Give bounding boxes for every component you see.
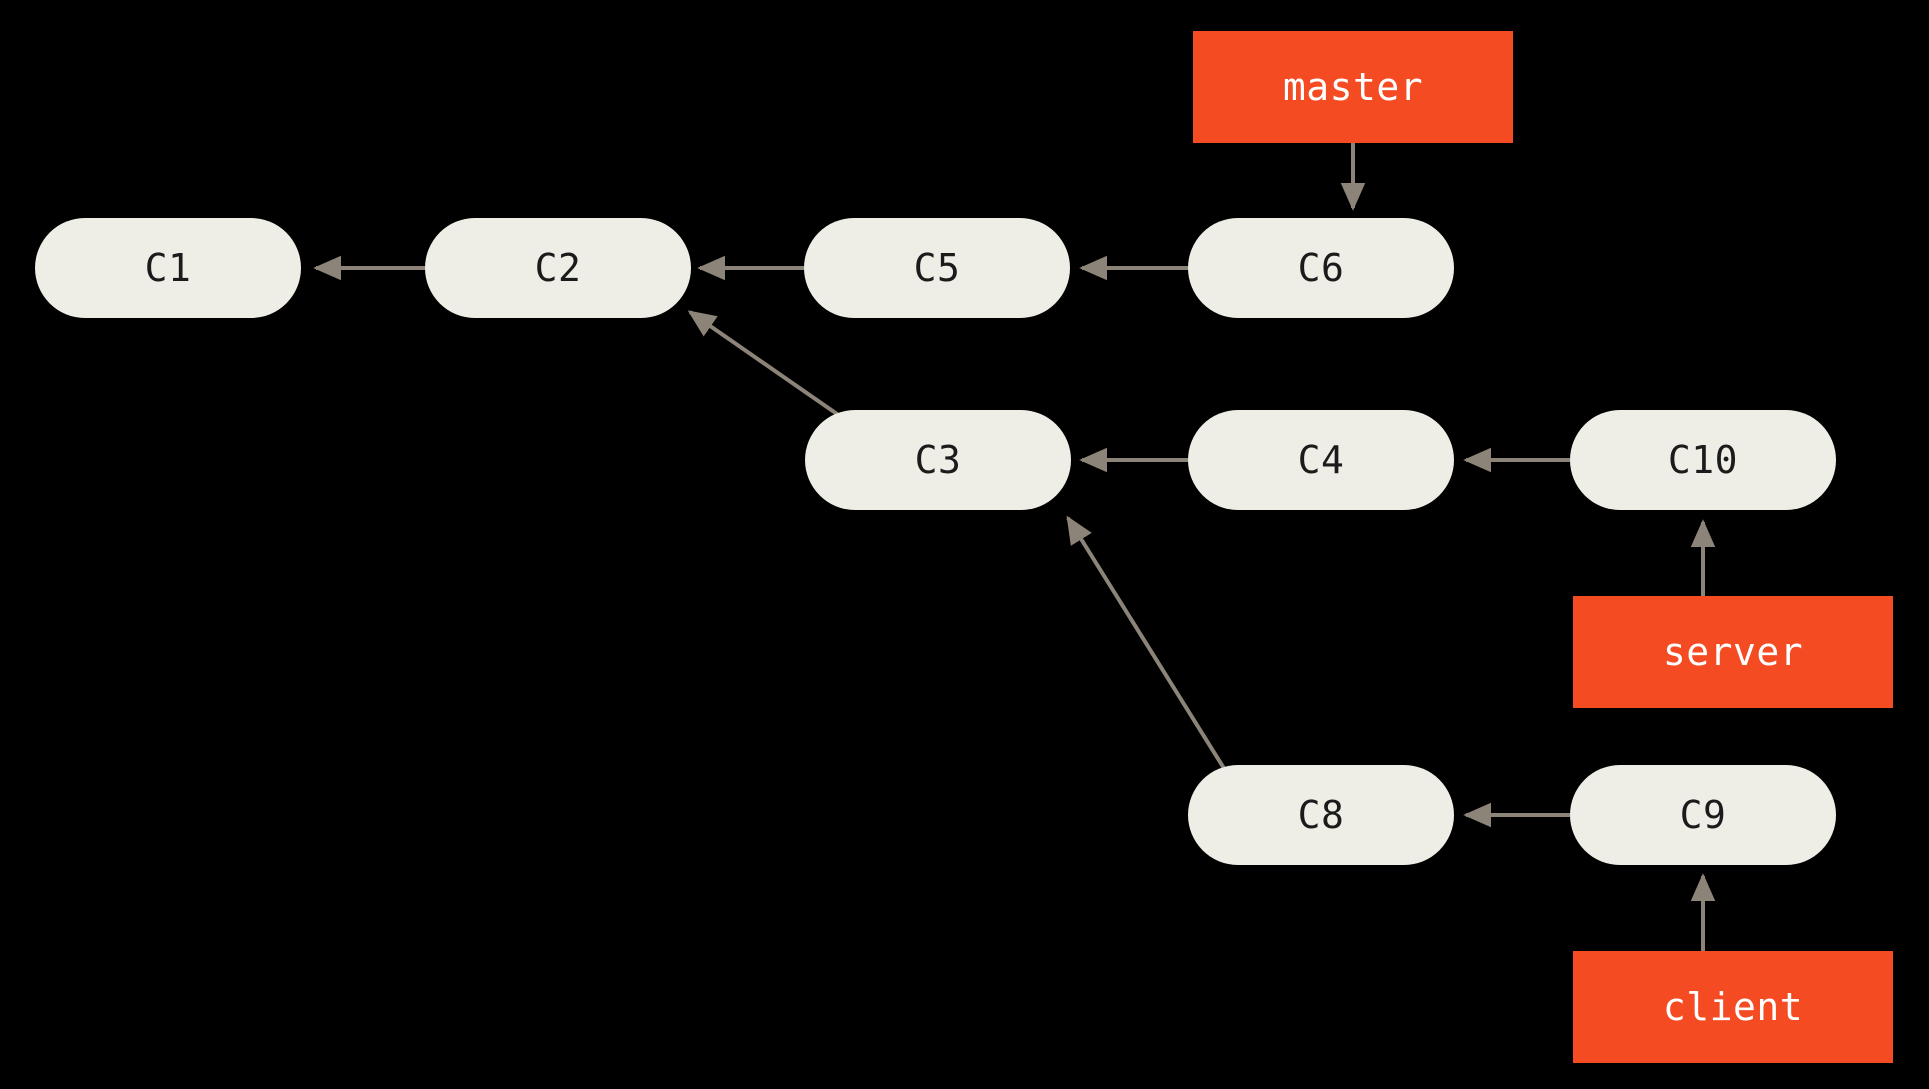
commit-node-c4[interactable]: C4 [1188,410,1454,510]
commit-node-c10[interactable]: C10 [1570,410,1836,510]
branch-label-master[interactable]: master [1193,31,1513,143]
commit-node-c9[interactable]: C9 [1570,765,1836,865]
commit-node-c2[interactable]: C2 [425,218,691,318]
commit-node-c6[interactable]: C6 [1188,218,1454,318]
commit-node-c3[interactable]: C3 [805,410,1071,510]
edge-c3-to-c2 [687,310,852,425]
edge-c8-to-c3 [1066,515,1232,780]
commit-node-c8[interactable]: C8 [1188,765,1454,865]
branch-label-client[interactable]: client [1573,951,1893,1063]
commit-node-c1[interactable]: C1 [35,218,301,318]
commit-node-c5[interactable]: C5 [804,218,1070,318]
branch-label-server[interactable]: server [1573,596,1893,708]
